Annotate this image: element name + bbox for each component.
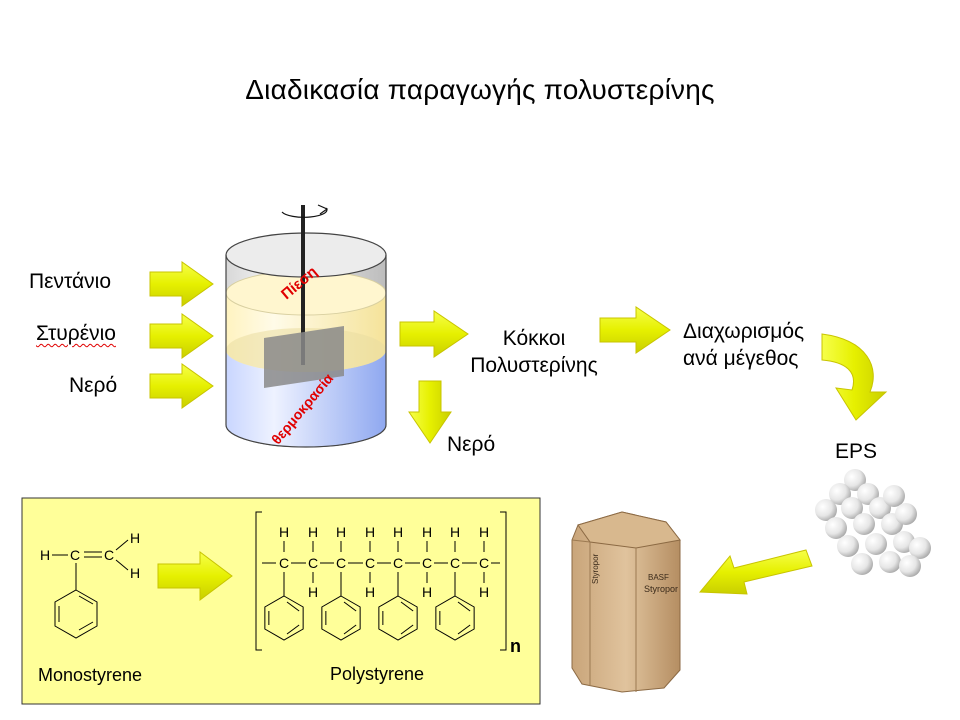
poly-atom-h-top: H [279, 524, 289, 540]
input-arrow-water [149, 363, 214, 409]
poly-atom-h-top: H [393, 524, 403, 540]
poly-atom-c: C [279, 555, 289, 571]
box-brand-side: Styropor [591, 553, 600, 584]
poly-atom-h-bottom: H [422, 584, 432, 600]
page-title: Διαδικασία παραγωγής πολυστερίνης [245, 74, 715, 105]
poly-atom-h-top: H [450, 524, 460, 540]
poly-atom-c: C [393, 555, 403, 571]
repeat-subscript: n [510, 636, 521, 656]
poly-atom-h-top: H [479, 524, 489, 540]
arrow-to-packaging [698, 549, 813, 595]
eps-beads [815, 469, 931, 577]
svg-text:H: H [130, 565, 140, 581]
polystyrene-label: Polystyrene [330, 664, 425, 684]
output-arrow-water [408, 380, 452, 444]
poly-atom-c: C [336, 555, 346, 571]
poly-atom-c: C [450, 555, 460, 571]
monostyrene-label: Monostyrene [38, 665, 143, 685]
svg-text:C: C [70, 547, 80, 563]
chemistry-panel [21, 497, 541, 705]
poly-atom-h-top: H [422, 524, 432, 540]
benzene-ring [264, 595, 304, 641]
separation-label-line2: ανά μέγεθος [683, 347, 799, 370]
poly-atom-c: C [308, 555, 318, 571]
svg-text:H: H [130, 530, 140, 546]
input-arrow-pentane [149, 261, 214, 307]
poly-atom-h-bottom: H [365, 584, 375, 600]
styropor-box: Styropor BASF Styropor [571, 511, 681, 693]
benzene-ring [321, 595, 361, 641]
poly-atom-h-top: H [336, 524, 346, 540]
curved-arrow-to-eps [821, 333, 888, 421]
svg-text:C: C [104, 547, 114, 563]
reactor-vessel [225, 204, 387, 448]
poly-atom-c: C [479, 555, 489, 571]
svg-text:H: H [40, 547, 50, 563]
poly-atom-h-top: H [365, 524, 375, 540]
input-label-styrene: Στυρένιο [36, 322, 116, 345]
box-brand: Styropor [644, 584, 678, 594]
input-arrow-styrene [149, 313, 214, 359]
granules-label: Κόκκοι Πολυστερίνης [452, 325, 616, 379]
granules-label-line2: Πολυστερίνης [470, 354, 598, 377]
separation-label-line1: Διαχωρισμός [683, 320, 805, 343]
benzene-ring [435, 595, 475, 641]
separation-label: Διαχωρισμός ανά μέγεθος [683, 318, 804, 372]
poly-atom-h-top: H [308, 524, 318, 540]
poly-atom-c: C [365, 555, 375, 571]
output-water-label: Νερό [447, 433, 496, 456]
polymerization-arrow [157, 551, 233, 601]
benzene-ring [378, 595, 418, 641]
poly-atom-c: C [422, 555, 432, 571]
output-arrow-granules [399, 310, 469, 358]
input-label-pentane: Πεντάνιο [29, 270, 112, 293]
input-label-water: Νερό [69, 374, 118, 397]
eps-label: EPS [835, 440, 878, 463]
poly-atom-h-bottom: H [479, 584, 489, 600]
monostyrene-structure: H C C H H [40, 530, 140, 639]
arrow-to-separation [599, 306, 671, 354]
box-maker: BASF [648, 573, 669, 582]
poly-atom-h-bottom: H [308, 584, 318, 600]
granules-label-line1: Κόκκοι [502, 327, 566, 350]
